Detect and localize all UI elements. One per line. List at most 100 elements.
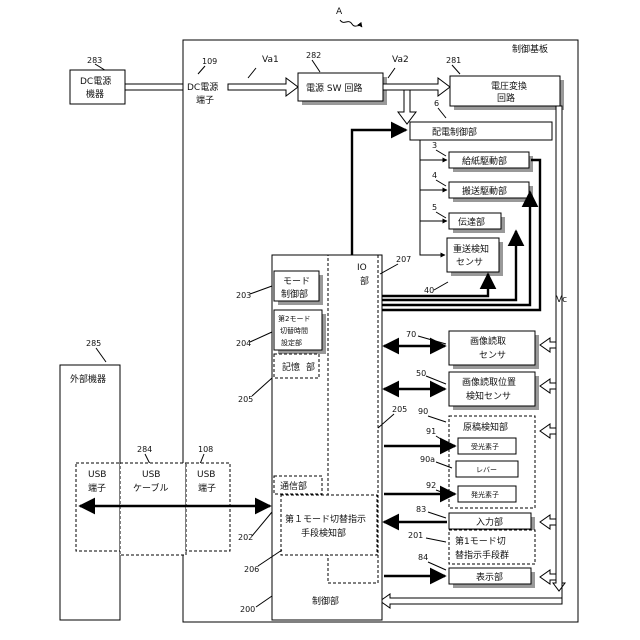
ref-281: 281	[446, 56, 461, 65]
ref-200: 200	[240, 605, 255, 614]
usb-ext-line2: 端子	[88, 482, 106, 494]
lever-label: レバー	[476, 466, 497, 474]
leader-6	[438, 108, 446, 118]
ref-282: 282	[306, 51, 321, 60]
image-sensor-line2: センサ	[479, 350, 506, 361]
ref-84: 84	[418, 553, 428, 562]
leader-83	[428, 512, 446, 518]
va2-branch-arrow	[398, 90, 416, 124]
leader-3	[436, 150, 446, 156]
leader-204	[250, 332, 272, 342]
storage-label: 記憶	[282, 361, 300, 373]
ref-205b: 205	[392, 405, 407, 414]
dc-terminal-line2: 端子	[196, 94, 214, 106]
ref-203: 203	[236, 291, 251, 300]
ref-83: 83	[416, 505, 426, 514]
ref-283: 283	[87, 56, 102, 65]
ref-90: 90	[418, 407, 428, 416]
control-unit-label: 制御部	[312, 595, 339, 607]
vc-tap-image-sensor	[540, 338, 556, 352]
mode1-detector	[281, 495, 377, 555]
light-emitter-label: 発光素子	[471, 490, 499, 499]
ref-207: 207	[396, 255, 411, 264]
va2-arrow	[383, 78, 450, 96]
ref-285: 285	[86, 339, 101, 348]
usb-cable-line1: USB	[142, 470, 160, 480]
vc-tap-pos-sensor	[540, 379, 556, 393]
ref-70: 70	[406, 330, 416, 339]
io-line2: 部	[360, 275, 369, 287]
leader-205	[252, 378, 272, 396]
leader-90	[428, 416, 446, 422]
ref-201: 201	[408, 531, 423, 540]
voltage-conv-line1: 電圧変換	[491, 80, 527, 92]
mode1-detect-line2: 手段検知部	[301, 527, 346, 539]
mode2-time-line2: 切替時間	[280, 326, 308, 335]
ref-4: 4	[432, 171, 437, 180]
va1-arrow	[228, 78, 298, 96]
power-sw-label: 電源 SW 回路	[306, 82, 362, 94]
dc-device-line2: 機器	[86, 88, 104, 100]
leader-201	[426, 538, 446, 542]
signal-va1: Va1	[262, 55, 279, 65]
leader-109	[198, 66, 205, 74]
leader-202	[252, 512, 272, 536]
leader-va2	[388, 68, 395, 78]
transmission-label: 伝達部	[458, 216, 485, 228]
power-ctrl-label: 配電制御部	[432, 126, 477, 138]
doc-detect-label: 原稿検知部	[463, 421, 508, 433]
image-sensor-line1: 画像読取	[470, 335, 506, 347]
ref-40: 40	[424, 286, 434, 295]
leader-207	[380, 264, 398, 274]
vc-tap-doc-detect	[540, 424, 556, 438]
leader-va1	[248, 68, 256, 78]
io-to-power-ctrl	[352, 130, 406, 255]
voltage-conv-line2: 回路	[497, 92, 515, 104]
ref-108: 108	[198, 445, 213, 454]
mode1-switch-line2: 替指示手段群	[455, 549, 509, 561]
ref-3: 3	[432, 141, 437, 150]
ref-109: 109	[202, 57, 217, 66]
usb-ext-line1: USB	[88, 470, 106, 480]
feeder-trunk	[420, 140, 445, 255]
leader-70	[418, 336, 446, 344]
input-label: 入力部	[476, 516, 503, 528]
usb-int-line1: USB	[197, 470, 215, 480]
board-label: 制御基板	[512, 43, 548, 55]
dc-device-line1: DC電源	[80, 76, 111, 87]
leader-282	[312, 60, 320, 72]
mode2-time-line1: 第2モード	[278, 314, 310, 323]
ref-202: 202	[238, 533, 253, 542]
ref-204: 204	[236, 339, 251, 348]
usb-cable-line2: ケーブル	[133, 482, 168, 494]
signal-va2: Va2	[392, 55, 409, 65]
dc-cable	[125, 84, 183, 90]
ref-284: 284	[137, 445, 152, 454]
leader-5	[436, 212, 446, 218]
transport-sensor-line1: 重送検知	[453, 243, 489, 255]
comm-label: 通信部	[280, 480, 307, 492]
ref-92: 92	[426, 481, 436, 490]
light-receiver-label: 受光素子	[471, 442, 499, 451]
mode1-switch-line1: 第1モード切	[455, 535, 506, 547]
ref-5: 5	[432, 203, 437, 212]
figure-label-pointer	[340, 20, 362, 27]
leader-203	[250, 286, 272, 294]
ref-205: 205	[238, 395, 253, 404]
signal-vc: Vc	[556, 295, 567, 305]
leader-200	[256, 596, 272, 607]
feed-drive-label: 給紙駆動部	[462, 155, 507, 167]
vc-tap-display	[540, 570, 556, 584]
ref-6: 6	[434, 99, 439, 108]
display-label: 表示部	[476, 571, 503, 583]
ref-206: 206	[244, 565, 259, 574]
leader-50	[426, 376, 446, 384]
usb-int-line2: 端子	[198, 482, 216, 494]
storage-label-suffix: 部	[306, 361, 315, 373]
leader-285	[96, 348, 106, 362]
external-label: 外部機器	[70, 373, 106, 385]
ref-91: 91	[426, 427, 436, 436]
leader-281	[452, 65, 460, 74]
